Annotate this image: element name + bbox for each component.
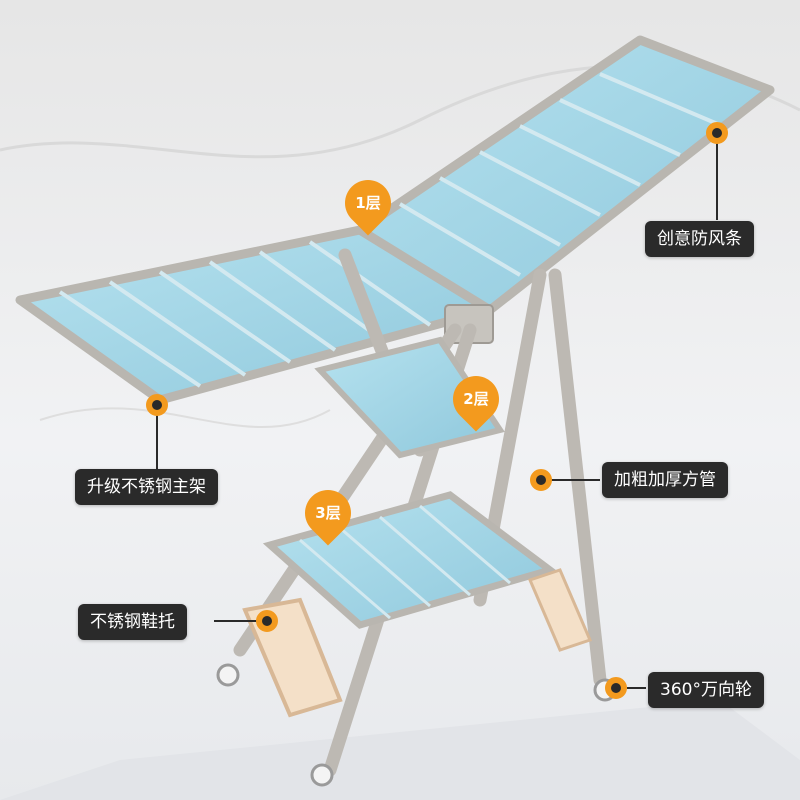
left-wing-bars [58, 240, 432, 388]
tier3-pin: 3层 [295, 480, 361, 546]
label-thick-tube: 加粗加厚方管 [602, 462, 728, 498]
floor-shadow [0, 700, 800, 800]
label-shoe-tray: 不锈钢鞋托 [78, 604, 187, 640]
tier3-bars [299, 504, 511, 620]
tier1-pin: 1层 [335, 170, 401, 236]
wheel [216, 663, 240, 687]
right-wing-bars [398, 72, 721, 277]
marker-dot-shoe-tray [256, 610, 278, 632]
marker-dot-wheel [605, 677, 627, 699]
wheel [310, 763, 334, 787]
marble-vein [39, 407, 331, 429]
marker-dot-main-frame [146, 394, 168, 416]
marker-dot-wind-strip [706, 122, 728, 144]
tier2-shelf [314, 336, 505, 459]
leader-lines [156, 133, 718, 689]
top-rack [15, 35, 775, 405]
label-main-frame: 升级不锈钢主架 [75, 469, 218, 505]
tier2-pin: 2层 [443, 366, 509, 432]
tier3-label: 3层 [315, 504, 341, 522]
label-wind-strip: 创意防风条 [645, 221, 754, 257]
tier2-label: 2层 [463, 390, 489, 408]
label-wheel: 360°万向轮 [648, 672, 764, 708]
tier1-label: 1层 [355, 194, 381, 212]
shoe-tray-right [527, 568, 593, 652]
marker-dot-thick-tube [530, 469, 552, 491]
